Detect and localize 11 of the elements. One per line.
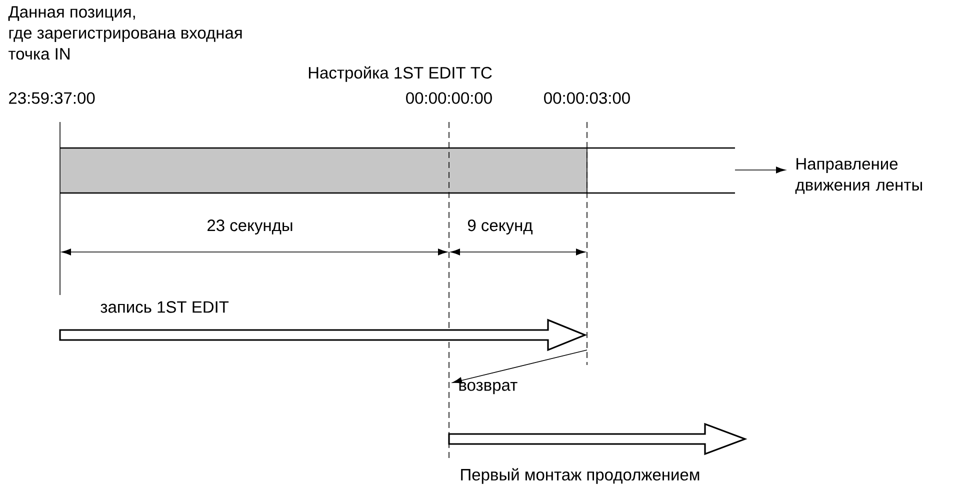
arrow-label: Первый монтаж продолжением	[461, 468, 700, 484]
dimension-label: 23 секунды	[208, 220, 292, 234]
timecode-label: 00:00:03:00	[544, 92, 630, 104]
timecode-label: 23:59:37:00	[9, 92, 95, 104]
arrow-label: запись 1ST EDIT	[100, 301, 229, 313]
direction-label: Направление движения ленты	[795, 158, 922, 194]
setting-label: Настройка 1ST EDIT TC	[308, 66, 492, 82]
arrow-label: возврат	[459, 382, 518, 394]
dimension-label: 9 секунд	[468, 220, 532, 234]
note-text: Данная позиция, где зарегистрирована входная точка IN	[8, 6, 242, 60]
timecode-label: 00:00:00:00	[406, 92, 492, 104]
